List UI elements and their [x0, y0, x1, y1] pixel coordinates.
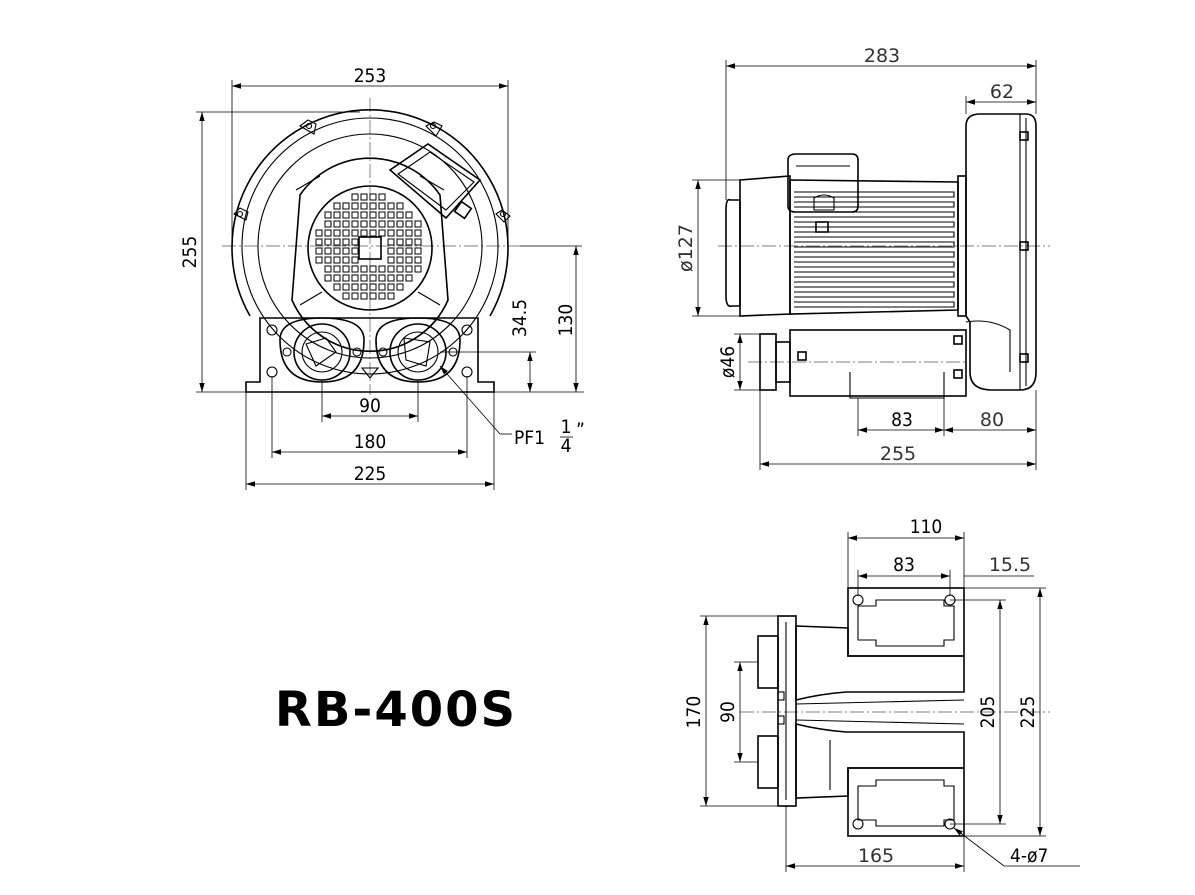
- port-thread-numerator: 1: [561, 416, 572, 438]
- dim-base-length: 255: [880, 443, 916, 465]
- dim-motor-diameter: ø127: [675, 224, 697, 272]
- front-dimensions: 253 255 34.5 130 90 180 225: [179, 65, 585, 490]
- inlet-port: [279, 317, 365, 383]
- front-view: 253 255 34.5 130 90 180 225: [179, 65, 585, 490]
- port-thread-denominator: 4: [561, 435, 572, 457]
- dim-foot-length: 83: [891, 409, 913, 431]
- dim-foot-spacing: 180: [354, 431, 387, 453]
- dim-port-spacing-bottom: 90: [717, 701, 739, 723]
- dim-port-height: 34.5: [509, 299, 531, 337]
- dim-overall-height: 255: [179, 236, 201, 269]
- dim-base-depth: 165: [858, 845, 894, 867]
- port-thread-suffix: ”: [576, 419, 585, 441]
- dim-foot-offset: 80: [980, 409, 1004, 431]
- dim-outer-height: 170: [683, 696, 705, 729]
- dim-edge-offset: 15.5: [989, 554, 1031, 576]
- terminal-box: [388, 143, 482, 220]
- model-name: RB-400S: [275, 682, 517, 738]
- bottom-dimensions: 110 83 15.5 170 90 205 225: [683, 516, 1080, 872]
- port-thread-label: PF1: [514, 427, 545, 449]
- fan-grill: [315, 193, 422, 300]
- dim-center-height: 130: [555, 304, 577, 337]
- dim-outlet-diameter: ø46: [717, 346, 739, 378]
- dim-port-spacing: 90: [359, 395, 381, 417]
- bottom-view: 110 83 15.5 170 90 205 225: [683, 516, 1080, 872]
- dim-width-110: 110: [910, 516, 943, 538]
- dim-total-height: 225: [1017, 696, 1039, 729]
- dim-mounting-holes: 4-ø7: [1010, 845, 1048, 867]
- dim-blower-depth: 62: [990, 81, 1014, 103]
- dim-overall-width: 253: [354, 65, 387, 87]
- dim-hole-height: 205: [977, 696, 999, 729]
- dim-overall-length: 283: [864, 45, 900, 67]
- side-view: 283 62 ø127 ø46 83 80 255: [675, 45, 1050, 470]
- dim-base-width: 225: [354, 463, 387, 485]
- dim-hole-spacing: 83: [893, 554, 915, 576]
- side-dimensions: 283 62 ø127 ø46 83 80 255: [675, 45, 1037, 470]
- motor-fins: [794, 191, 955, 308]
